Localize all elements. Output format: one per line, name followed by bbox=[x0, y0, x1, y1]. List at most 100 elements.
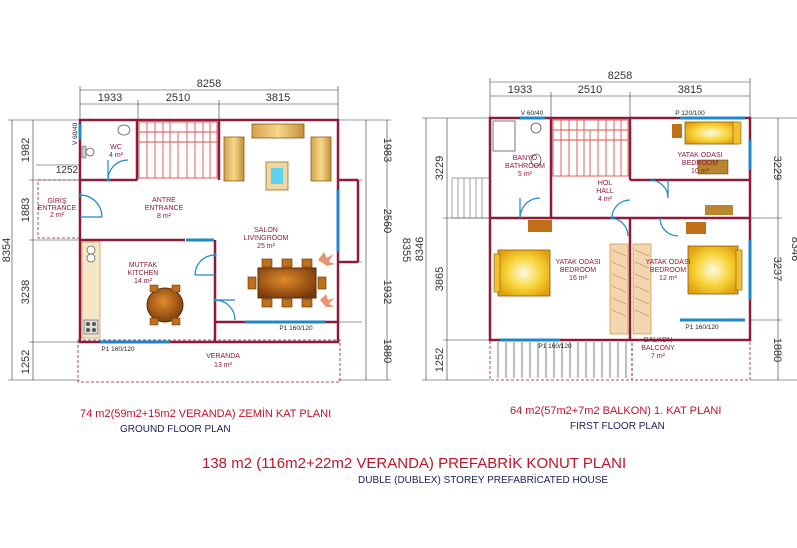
first-dim-left-total: 8346 bbox=[414, 237, 426, 261]
ground-room-wc-name: WC bbox=[110, 144, 122, 151]
ground-staircase bbox=[138, 121, 218, 179]
first-dim-right-1: 3229 bbox=[771, 156, 783, 180]
first-top-window-label: P 120/100 bbox=[675, 110, 705, 117]
ground-room-salon-area: 25 m² bbox=[257, 243, 276, 250]
first-dim-overall: 8258 bbox=[608, 70, 632, 82]
ground-room-mutfak-area: 14 m² bbox=[134, 278, 153, 285]
ground-kitchen-window-label: P1 160/120 bbox=[101, 346, 135, 353]
ground-dim-left-1: 1982 bbox=[20, 138, 32, 162]
ground-room-salon-sub: LIVINGROOM bbox=[244, 235, 289, 242]
ground-room-mutfak-sub: KITCHEN bbox=[128, 270, 159, 277]
kitchen-counter bbox=[81, 241, 101, 339]
bed-small bbox=[672, 121, 742, 175]
first-right-window-label: P1 160/120 bbox=[685, 324, 719, 331]
first-dimension-lines bbox=[422, 78, 797, 381]
ground-dim-right-total: 8355 bbox=[400, 238, 412, 262]
first-dim-top-2: 2510 bbox=[578, 84, 602, 96]
wardrobes bbox=[609, 243, 652, 335]
dining-table bbox=[247, 258, 327, 308]
ground-room-antre-sub: ENTRANCE bbox=[145, 205, 184, 212]
bathroom-fixtures bbox=[492, 120, 542, 167]
first-dim-left-2: 3865 bbox=[434, 267, 446, 291]
first-room-banyo-name: BANYO bbox=[513, 155, 538, 162]
ground-room-antre-name: ANTRE bbox=[152, 197, 176, 204]
ground-door-handles bbox=[78, 178, 217, 302]
ground-dim-top-2: 2510 bbox=[166, 92, 190, 104]
first-room-yatak2-area: 16 m² bbox=[569, 275, 588, 282]
ground-dim-right-4: 1880 bbox=[381, 339, 393, 363]
first-caption-tr: 64 m2(57m2+7m2 BALKON) 1. KAT PLANI bbox=[510, 405, 722, 417]
ground-dim-left-3: 3238 bbox=[20, 280, 32, 304]
ground-window-label: V 60/40 bbox=[72, 122, 79, 145]
ground-room-salon-name: SALON bbox=[254, 227, 278, 234]
first-room-yatak2-sub: BEDROOM bbox=[560, 267, 596, 274]
ground-dim-left-total: 8354 bbox=[1, 238, 13, 262]
first-left-window-label: P1 160/120 bbox=[538, 343, 572, 350]
first-room-yatak3-sub: BEDROOM bbox=[650, 267, 686, 274]
ground-dim-top-3: 3815 bbox=[266, 92, 290, 104]
first-caption-en: FIRST FLOOR PLAN bbox=[570, 421, 665, 432]
ground-dim-right-3: 1932 bbox=[381, 280, 393, 304]
bed-master bbox=[493, 220, 552, 297]
ground-dim-left-entrance: 1252 bbox=[56, 165, 79, 176]
first-room-yatak2-name: YATAK ODASI bbox=[555, 259, 600, 266]
ground-caption-en: GROUND FLOOR PLAN bbox=[120, 424, 231, 435]
first-staircase bbox=[552, 119, 629, 177]
first-room-banyo-sub: BATHROOM bbox=[505, 163, 545, 170]
ground-floor-plan: 8258 1933 2510 3815 1252 8354 1982 1883 … bbox=[1, 78, 412, 383]
first-doors-windows bbox=[500, 116, 752, 342]
first-room-hol-name: HOL bbox=[598, 180, 613, 187]
wc-fixtures bbox=[81, 124, 131, 159]
first-room-banyo-area: 5 m² bbox=[518, 171, 533, 178]
ground-dim-left-2: 1883 bbox=[20, 198, 32, 222]
living-sofa-set bbox=[223, 123, 332, 191]
ground-dim-left-4: 1252 bbox=[20, 350, 32, 374]
ground-room-giris-name: GİRİŞ bbox=[47, 196, 66, 205]
first-room-yatak1-name: YATAK ODASI bbox=[677, 152, 722, 159]
first-room-yatak1-sub: BEDROOM bbox=[682, 160, 718, 167]
first-dim-left-1: 3229 bbox=[434, 156, 446, 180]
first-room-hol-area: 4 m² bbox=[598, 196, 613, 203]
veranda-outline bbox=[77, 339, 341, 383]
first-floor-plan: 8258 1933 2510 3815 3229 3865 1252 8346 … bbox=[414, 70, 797, 381]
ground-dim-overall: 8258 bbox=[197, 78, 221, 90]
first-room-yatak3-area: 12 m² bbox=[659, 275, 678, 282]
first-room-balkon-area: 7 m² bbox=[651, 353, 666, 360]
ground-room-giris-area: 2 m² bbox=[50, 212, 65, 219]
external-stair bbox=[451, 177, 491, 219]
plant-icon bbox=[318, 252, 335, 307]
main-subtitle: DUBLE (DUBLEX) STOREY PREFABRİCATED HOUS… bbox=[358, 475, 609, 486]
first-dim-top-3: 3815 bbox=[678, 84, 702, 96]
kitchen-table bbox=[146, 284, 184, 326]
ground-caption-tr: 74 m2(59m2+15m2 VERANDA) ZEMİN KAT PLANI bbox=[80, 408, 332, 420]
first-room-yatak1-area: 10 m² bbox=[691, 168, 710, 175]
ground-room-wc-area: 4 m² bbox=[109, 152, 124, 159]
balcony-railing bbox=[497, 342, 627, 378]
first-dim-left-3: 1252 bbox=[434, 348, 446, 372]
ground-doors-windows bbox=[78, 124, 340, 344]
ground-room-giris-sub: ENTRANCE bbox=[38, 205, 77, 212]
ground-room-antre-area: 8 m² bbox=[157, 213, 172, 220]
wardrobe-hatching bbox=[611, 249, 650, 317]
main-title: 138 m2 (116m2+22m2 VERANDA) PREFABRİK KO… bbox=[202, 455, 627, 472]
ground-dimension-lines bbox=[8, 86, 391, 381]
first-dim-right-2: 3237 bbox=[771, 257, 783, 281]
first-bath-window-label: V 60/40 bbox=[521, 110, 544, 117]
first-room-yatak3-name: YATAK ODASI bbox=[645, 259, 690, 266]
ground-dim-right-1: 1983 bbox=[381, 138, 393, 162]
ground-room-veranda-area: 13 m² bbox=[214, 362, 233, 369]
ground-dim-right-2: 2560 bbox=[381, 209, 393, 233]
first-room-hol-sub: HALL bbox=[596, 188, 614, 195]
ground-dim-top-1: 1933 bbox=[98, 92, 122, 104]
ground-room-mutfak-name: MUTFAK bbox=[129, 262, 158, 269]
first-dim-right-3: 1880 bbox=[771, 338, 783, 362]
first-dim-right-total: 8346 bbox=[789, 237, 797, 261]
bed-second bbox=[686, 205, 743, 295]
ground-salon-window-label: P1 160/120 bbox=[279, 325, 313, 332]
first-room-balkon-sub: BALCONY bbox=[641, 345, 675, 352]
balkon-outline bbox=[631, 339, 751, 381]
ground-room-veranda-name: VERANDA bbox=[206, 353, 240, 360]
first-dim-top-1: 1933 bbox=[508, 84, 532, 96]
first-room-balkon-name: BALKON bbox=[644, 337, 672, 344]
